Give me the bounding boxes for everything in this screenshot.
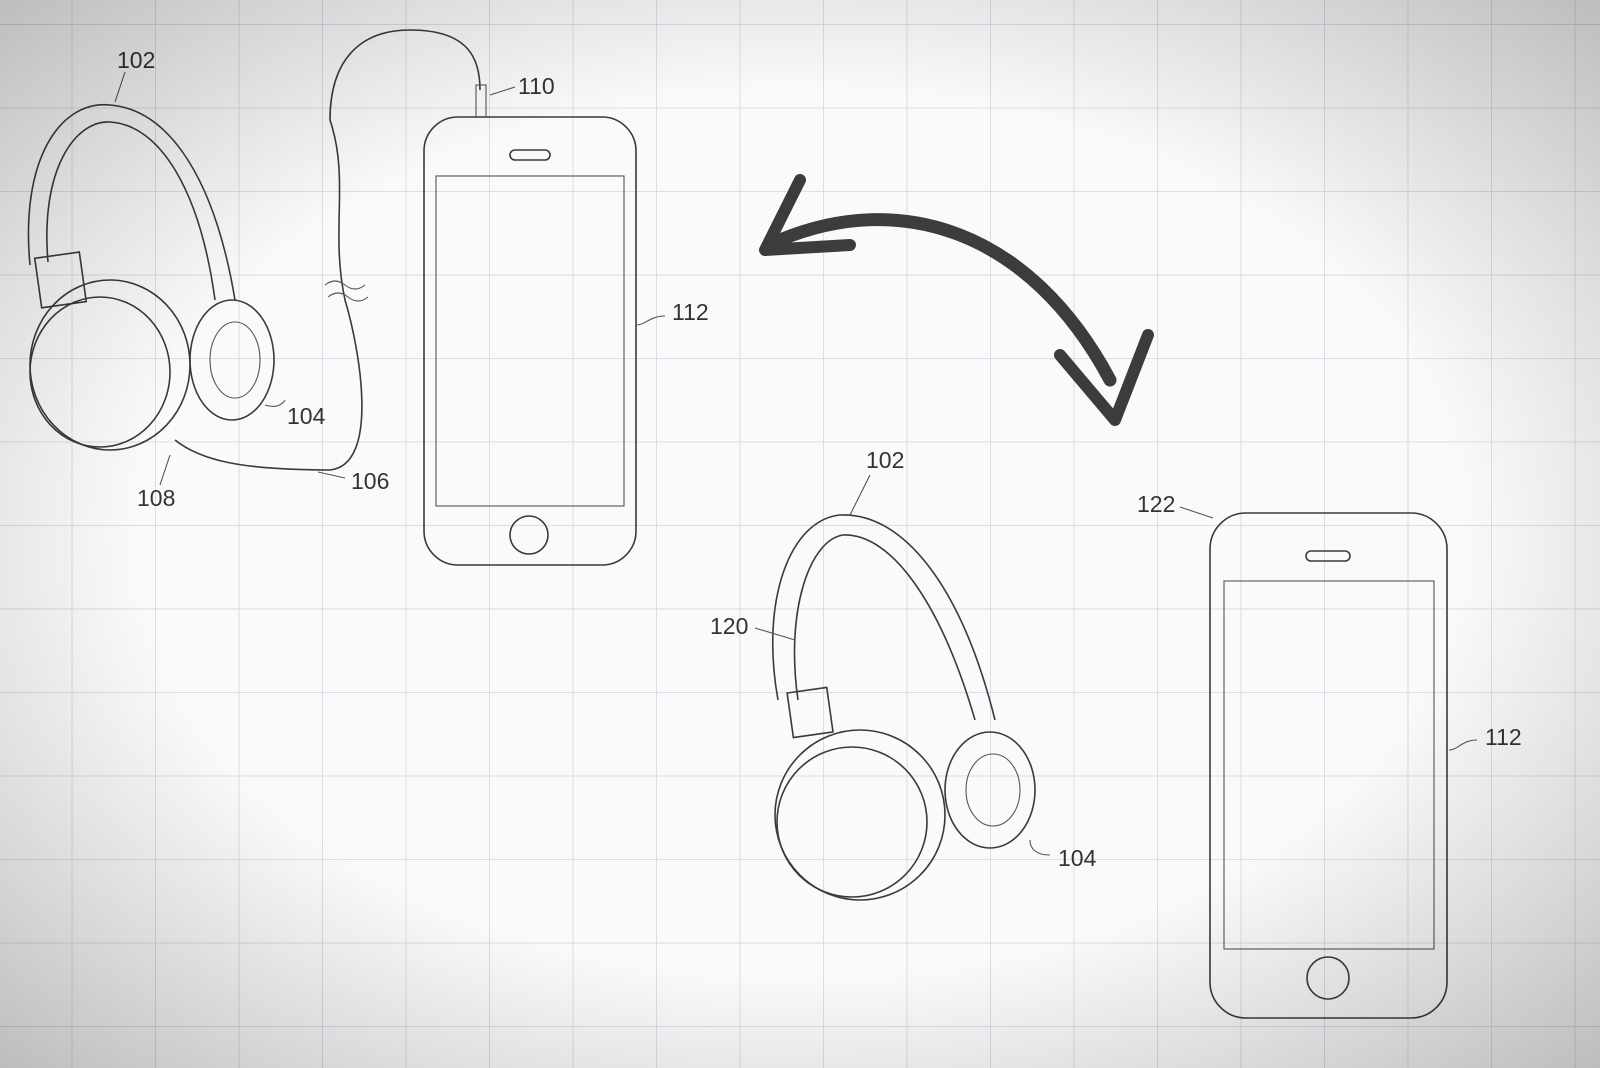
label-phone-wireless: 112 <box>1485 724 1522 750</box>
label-headphones-wireless: 102 <box>866 447 904 473</box>
label-ear-cushion-wireless: 104 <box>1058 845 1097 871</box>
label-plug: 110 <box>518 73 555 99</box>
label-headphones-wired: 102 <box>117 47 155 73</box>
label-ear-cushion-wired: 104 <box>287 403 326 429</box>
label-phone-wired: 112 <box>672 299 709 325</box>
label-cable: 106 <box>351 468 389 494</box>
label-device: 122 <box>1137 491 1175 517</box>
label-wireless-module: 120 <box>710 613 748 639</box>
label-jack: 108 <box>137 485 175 511</box>
